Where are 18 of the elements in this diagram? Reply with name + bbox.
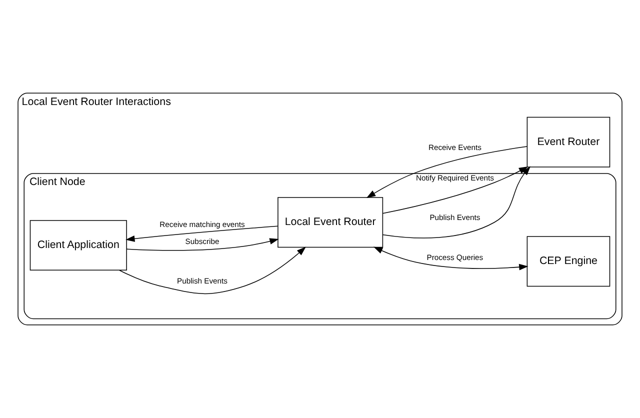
arrow: [382, 166, 530, 238]
edge-label: Subscribe: [185, 236, 220, 246]
edge-label: Process Queries: [426, 252, 484, 262]
edge-label: Notify Required Events: [416, 173, 494, 182]
edge-label: Publish Events: [430, 213, 480, 222]
arrow: [119, 246, 306, 294]
arrow: [126, 226, 278, 242]
arrow: [126, 238, 279, 251]
edge-label: Receive matching events: [160, 220, 245, 229]
node-box: Client Application: [30, 220, 127, 271]
node-box: CEP Engine: [526, 236, 610, 287]
node-box: Event Router: [526, 116, 610, 168]
edge-label: Receive Events: [428, 142, 482, 152]
arrow: [382, 166, 528, 214]
arrow: [366, 146, 528, 198]
node-box: Local Event Router: [278, 197, 384, 248]
edge-label: Publish Events: [177, 276, 228, 286]
arrow: [373, 246, 528, 270]
